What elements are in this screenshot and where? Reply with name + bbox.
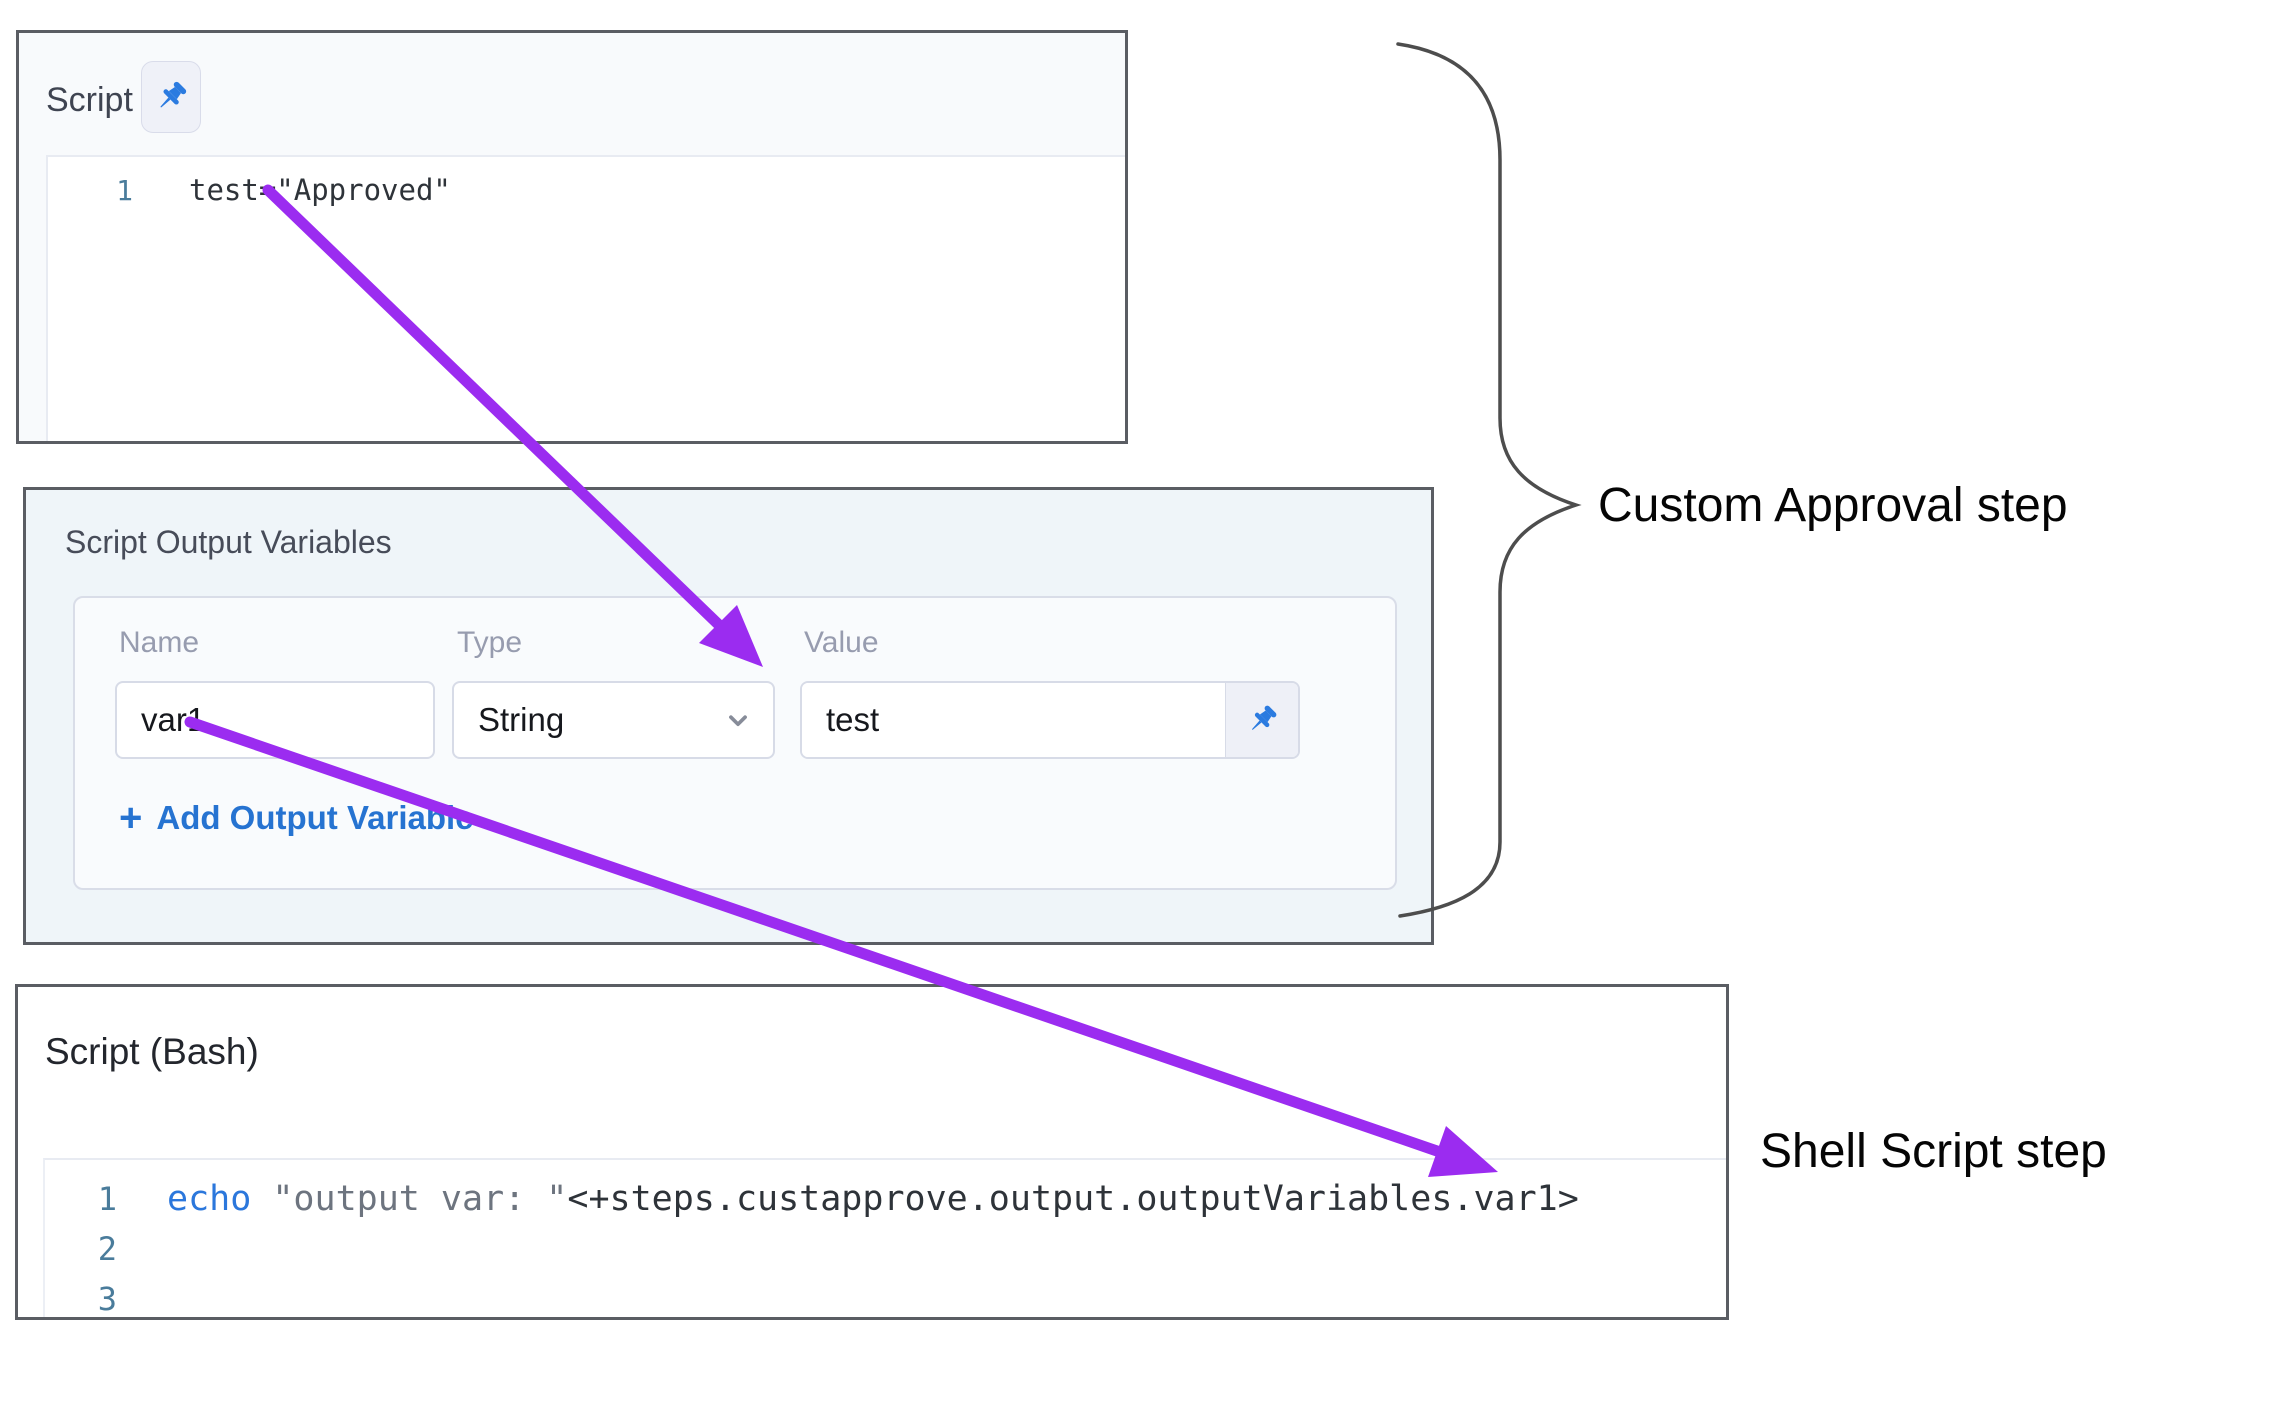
- line-number: 1: [97, 1180, 117, 1218]
- code-line: 3: [45, 1274, 1726, 1324]
- script-panel-title: Script: [46, 81, 133, 119]
- code-line: 1 test="Approved": [48, 167, 1125, 213]
- echo-keyword: echo: [167, 1179, 273, 1219]
- plus-icon: +: [119, 796, 143, 840]
- approval-script-code: test="Approved": [189, 173, 451, 207]
- name-column-label: Name: [119, 626, 200, 659]
- bash-code-line-1: echo "output var: "<+steps.custapprove.o…: [117, 1179, 1579, 1219]
- value-pin-button[interactable]: [1225, 683, 1298, 757]
- approval-script-editor[interactable]: 1 test="Approved": [46, 155, 1125, 441]
- custom-approval-script-panel: Script 1 test="Approved": [16, 30, 1128, 444]
- string-literal: "output var: ": [272, 1179, 568, 1219]
- add-output-variable-button[interactable]: + Add Output Variable: [119, 798, 474, 838]
- variable-name-input[interactable]: [115, 681, 435, 759]
- output-variables-title: Script Output Variables: [65, 524, 392, 560]
- add-output-variable-label: Add Output Variable: [156, 799, 474, 836]
- pushpin-icon: [153, 79, 189, 115]
- bash-script-editor[interactable]: 1 echo "output var: "<+steps.custapprove…: [43, 1158, 1726, 1318]
- value-column-label: Value: [804, 626, 879, 659]
- variable-value-input[interactable]: [802, 683, 1225, 757]
- type-column-label: Type: [457, 626, 523, 659]
- output-variable-row-card: Name Type Value String + Add Output Vari…: [73, 596, 1397, 890]
- script-output-variables-panel: Script Output Variables Name Type Value …: [23, 487, 1434, 1203]
- line-number: 3: [97, 1280, 117, 1318]
- chevron-down-icon: [729, 715, 747, 727]
- custom-approval-step-label: Custom Approval step: [1598, 479, 2068, 532]
- code-line: 2: [45, 1224, 1726, 1274]
- code-line: 1 echo "output var: "<+steps.custapprove…: [45, 1174, 1726, 1224]
- selected-type: String: [478, 701, 565, 738]
- variable-type-select[interactable]: String: [452, 681, 775, 759]
- shell-script-step-label: Shell Script step: [1760, 1125, 2107, 1178]
- pin-button[interactable]: [141, 61, 201, 133]
- line-number: 1: [116, 173, 133, 207]
- line-number: 2: [97, 1230, 117, 1268]
- bash-panel-title: Script (Bash): [45, 1031, 259, 1072]
- shell-script-panel: Script (Bash) 1 echo "output var: "<+ste…: [15, 984, 1729, 1320]
- harness-expression: <+steps.custapprove.output.outputVariabl…: [567, 1179, 1579, 1219]
- pushpin-icon: [1245, 703, 1279, 737]
- variable-value-field-group: [800, 681, 1300, 759]
